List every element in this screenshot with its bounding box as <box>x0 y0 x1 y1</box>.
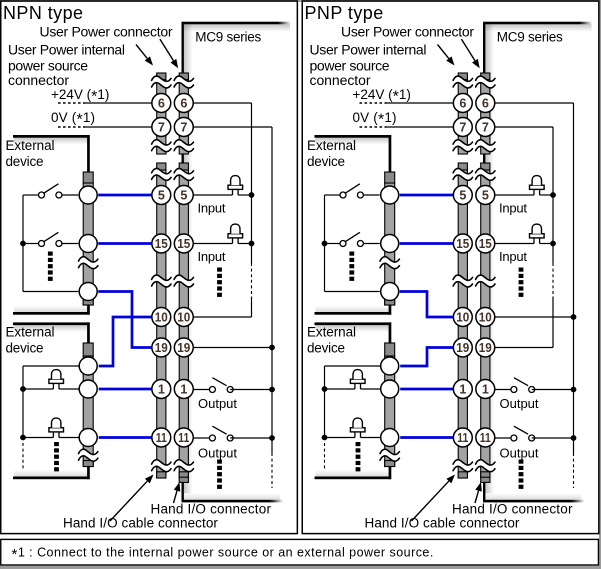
svg-text:*1 : Connect to the internal p: *1 : Connect to the internal power sourc… <box>12 546 434 563</box>
svg-text:NPN type: NPN type <box>3 3 83 23</box>
svg-text:PNP type: PNP type <box>305 3 384 23</box>
